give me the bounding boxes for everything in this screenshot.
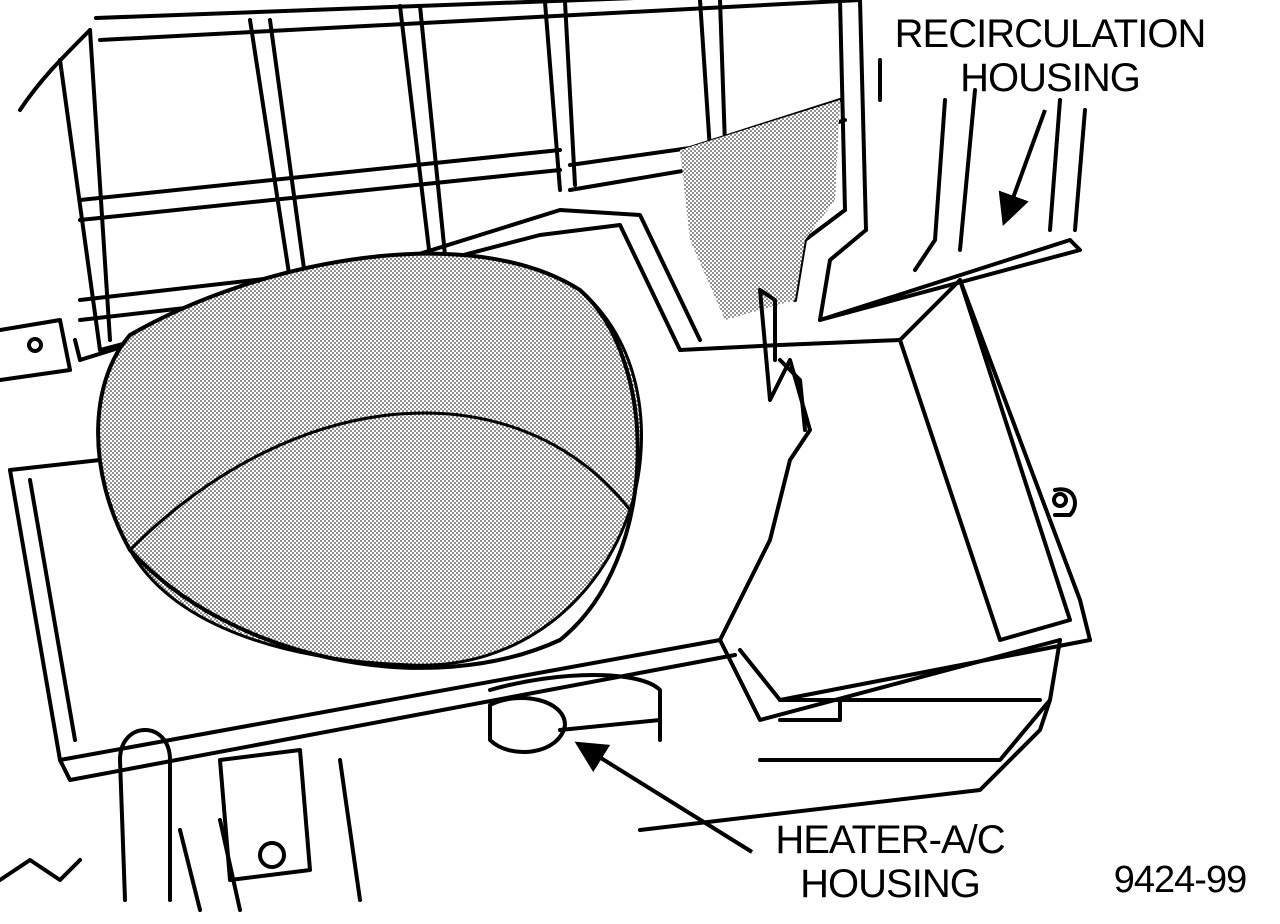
leader-arrows: [574, 109, 1047, 854]
recirculation-arrow: [998, 109, 1047, 227]
recirculation-housing-label-line2: HOUSING: [960, 56, 1141, 100]
lower-flange: [0, 673, 842, 912]
housing-latch: [718, 288, 812, 642]
figure-number: 9424-99: [1113, 859, 1247, 901]
filter-screen-right: [680, 100, 840, 320]
blower-opening-rim: [96, 251, 640, 670]
heater-ac-housing-label-line1: HEATER-A/C: [775, 818, 1005, 862]
blower-wheel-edge: [128, 411, 632, 667]
heater-ac-arrow: [574, 741, 754, 854]
recirculation-housing-label-line1: RECIRCULATION: [894, 12, 1207, 56]
recirculation-housing-label: RECIRCULATION HOUSING: [880, 12, 1220, 100]
heater-ac-housing-label: HEATER-A/C HOUSING: [750, 818, 1030, 906]
heater-ac-housing-label-line2: HOUSING: [800, 862, 981, 906]
